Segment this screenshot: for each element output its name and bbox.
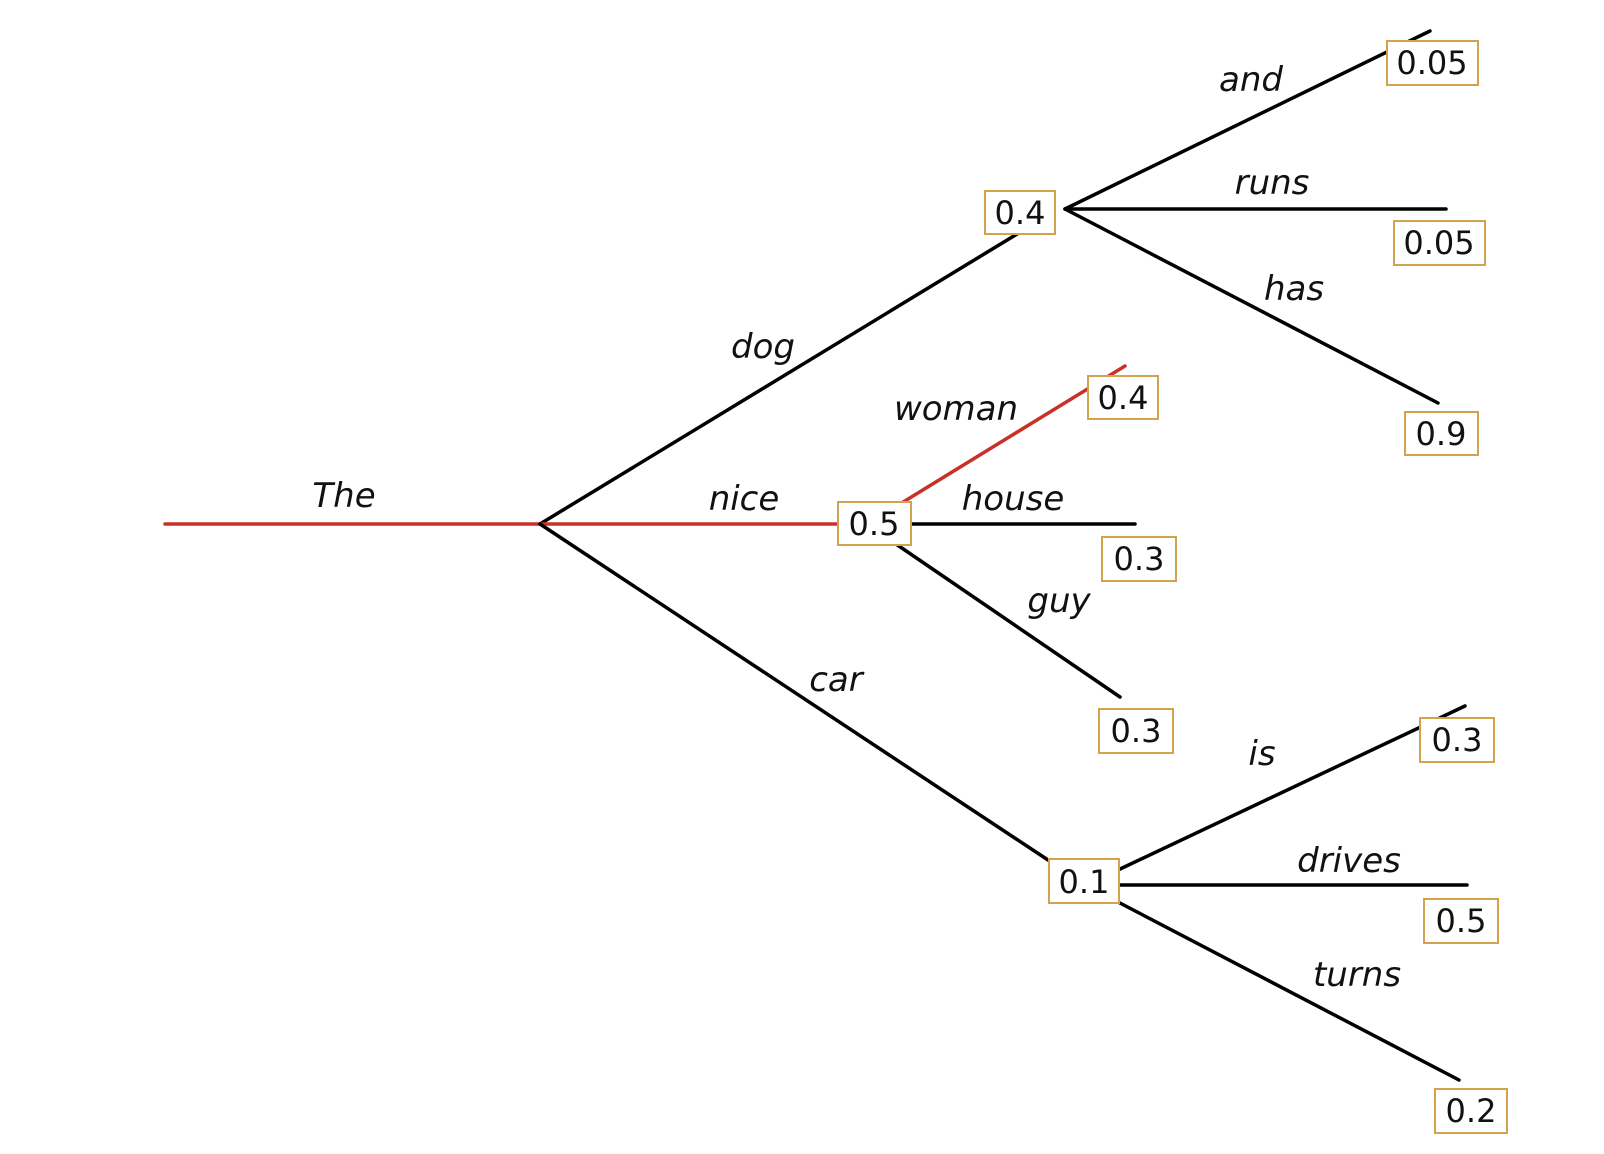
word-drives: drives xyxy=(1297,841,1401,881)
word-guy: guy xyxy=(1027,581,1091,621)
word-runs: runs xyxy=(1235,163,1310,203)
word-car: car xyxy=(809,660,865,700)
prob-drives: 0.5 xyxy=(1436,902,1487,940)
word-the: The xyxy=(312,476,375,516)
prob-guy: 0.3 xyxy=(1111,712,1162,750)
word-has: has xyxy=(1264,269,1324,309)
prob-car: 0.1 xyxy=(1059,863,1110,901)
word-turns: turns xyxy=(1313,955,1401,995)
prob-runs: 0.05 xyxy=(1403,224,1474,262)
word-is: is xyxy=(1248,734,1275,774)
word-and: and xyxy=(1219,60,1283,100)
prob-box-house: 0.3 xyxy=(1101,536,1177,582)
prob-house: 0.3 xyxy=(1114,540,1165,578)
edge-has xyxy=(1063,207,1440,405)
word-dog: dog xyxy=(731,327,795,367)
prob-box-nice: 0.5 xyxy=(837,501,912,546)
prob-nice: 0.5 xyxy=(849,505,900,543)
prob-box-woman: 0.4 xyxy=(1087,375,1159,420)
word-house: house xyxy=(962,479,1065,519)
edge-dog xyxy=(538,229,1024,526)
prob-box-turns: 0.2 xyxy=(1434,1088,1508,1134)
edge-is xyxy=(1116,704,1467,872)
prob-box-is: 0.3 xyxy=(1419,717,1495,763)
prob-box-dog: 0.4 xyxy=(984,190,1056,235)
prob-turns: 0.2 xyxy=(1446,1092,1497,1130)
word-nice: nice xyxy=(709,479,780,519)
prob-box-drives: 0.5 xyxy=(1423,898,1499,944)
prob-has: 0.9 xyxy=(1416,415,1467,453)
prob-box-has: 0.9 xyxy=(1404,411,1479,456)
edge-and xyxy=(1063,29,1432,211)
prob-box-runs: 0.05 xyxy=(1393,220,1486,266)
edge-guy xyxy=(891,540,1122,699)
word-woman: woman xyxy=(894,389,1018,429)
edge-turns xyxy=(1116,900,1461,1082)
prob-box-car: 0.1 xyxy=(1048,858,1120,904)
prob-and: 0.05 xyxy=(1396,44,1467,82)
prob-woman: 0.4 xyxy=(1098,379,1149,417)
prob-dog: 0.4 xyxy=(995,194,1046,232)
prob-is: 0.3 xyxy=(1432,721,1483,759)
edge-car xyxy=(538,522,1050,862)
prob-box-and: 0.05 xyxy=(1386,40,1479,86)
prob-box-guy: 0.3 xyxy=(1098,708,1174,754)
